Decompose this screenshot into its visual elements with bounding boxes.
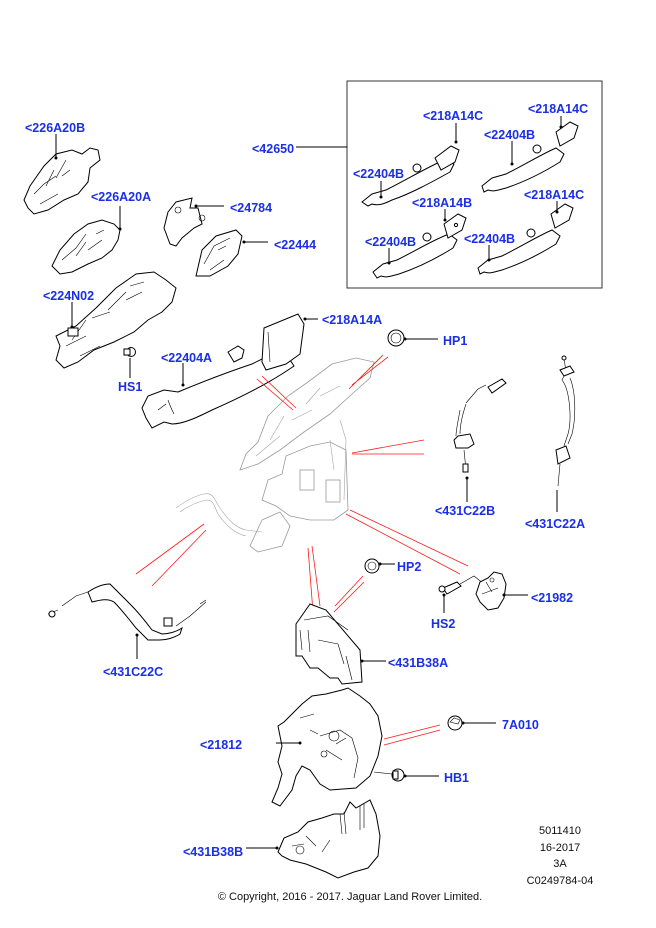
callout-HB1[interactable]: HB1 — [444, 771, 469, 785]
callout-inset-22404B-4[interactable]: <22404B — [464, 232, 515, 246]
cap-218A14A — [261, 313, 305, 371]
cable-431C22A — [555, 355, 576, 487]
callout-431C22B[interactable]: <431C22B — [435, 504, 495, 518]
callout-HP2[interactable]: HP2 — [397, 560, 421, 574]
handle-kit-inset: <218A14C <22404B <218A14C <22404B <218A1… — [346, 80, 603, 289]
bracket-226A20B — [23, 147, 101, 215]
callout-218A14A[interactable]: <218A14A — [322, 313, 382, 327]
inset-frame — [346, 80, 603, 289]
callout-226A20B[interactable]: <226A20B — [25, 121, 85, 135]
callout-inset-218A14C-2[interactable]: <218A14C — [528, 102, 588, 116]
callout-226A20A[interactable]: <226A20A — [91, 190, 151, 204]
callout-21812[interactable]: <21812 — [200, 738, 242, 752]
callout-inset-218A14B[interactable]: <218A14B — [412, 196, 472, 210]
callout-inset-218A14C-3[interactable]: <218A14C — [524, 188, 584, 202]
callout-431B38A[interactable]: <431B38A — [388, 656, 448, 670]
drawing-id: C0249784-04 — [527, 875, 594, 887]
callout-431B38B[interactable]: <431B38B — [183, 845, 243, 859]
striker-21982 — [475, 571, 507, 611]
copyright-notice: © Copyright, 2016 - 2017. Jaguar Land Ro… — [218, 891, 482, 903]
inset-handle-3 — [372, 213, 467, 279]
seal-24784 — [163, 197, 206, 247]
bezel-22444 — [195, 229, 243, 277]
callout-21982[interactable]: <21982 — [531, 591, 573, 605]
sheet-number: 3A — [553, 858, 567, 870]
callout-22444[interactable]: <22444 — [274, 238, 316, 252]
callout-22404A[interactable]: <22404A — [161, 351, 212, 365]
callout-HP1[interactable]: HP1 — [443, 334, 467, 348]
callout-inset-22404B-2[interactable]: <22404B — [484, 128, 535, 142]
door-latch-assembly-phantom — [175, 357, 375, 553]
screw-HS1 — [123, 347, 136, 357]
latch-21812 — [271, 687, 383, 807]
callout-224N02[interactable]: <224N02 — [43, 289, 94, 303]
ref-number: 5011410 — [539, 825, 581, 837]
callout-HS1[interactable]: HS1 — [118, 380, 142, 394]
drawing-metadata: 5011410 16-2017 3A C0249784-04 — [527, 825, 594, 887]
bracket-224N02 — [55, 271, 177, 369]
date-code: 16-2017 — [540, 842, 580, 854]
cover-431B38A — [295, 603, 363, 685]
inset-handle-2 — [481, 121, 579, 193]
inset-handle-1 — [361, 145, 460, 207]
callout-431C22A[interactable]: <431C22A — [525, 517, 585, 531]
grommet-HP1 — [387, 329, 405, 347]
callout-inset-22404B-3[interactable]: <22404B — [365, 235, 416, 249]
callout-inset-22404B-1[interactable]: <22404B — [353, 167, 404, 181]
handle-22404A — [141, 345, 295, 429]
cover-431B38B — [277, 799, 381, 879]
bracket-226A20A — [51, 219, 121, 275]
callout-42650[interactable]: <42650 — [252, 142, 294, 156]
cable-431C22C — [47, 583, 207, 641]
grommet-HP2 — [364, 558, 380, 574]
clip-7A010 — [447, 715, 463, 731]
callout-HS2[interactable]: HS2 — [431, 617, 455, 631]
callout-7A010[interactable]: 7A010 — [502, 718, 539, 732]
callout-inset-218A14C-1[interactable]: <218A14C — [423, 109, 483, 123]
callout-24784[interactable]: <24784 — [230, 201, 272, 215]
explode-lines — [135, 354, 469, 746]
bolt-HB1 — [373, 768, 405, 782]
inset-handle-4 — [477, 203, 574, 275]
callout-431C22C[interactable]: <431C22C — [103, 665, 163, 679]
cable-431C22B — [453, 378, 507, 473]
screw-HS2 — [438, 575, 485, 595]
